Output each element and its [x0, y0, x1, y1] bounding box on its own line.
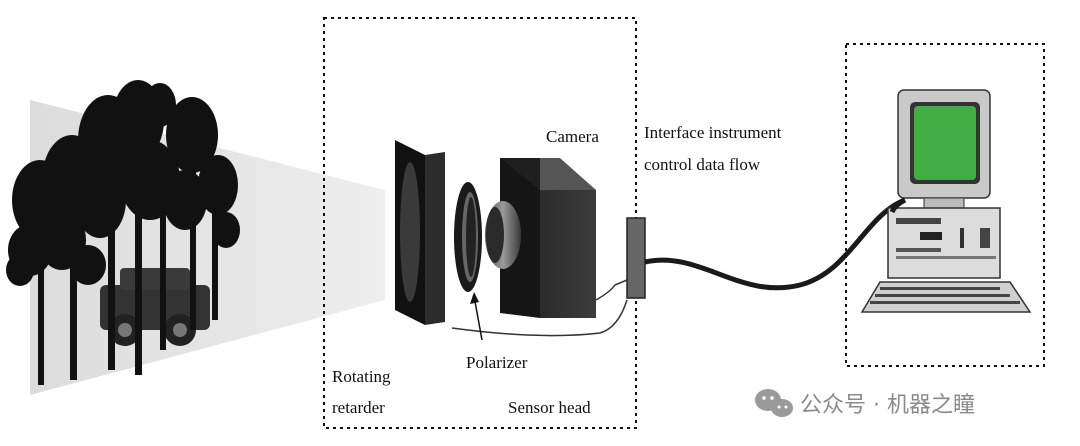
watermark-text: 公众号 · 机器之瞳	[800, 393, 975, 418]
sensor-head-label: Sensor head	[508, 398, 591, 417]
camera-wire	[595, 279, 628, 301]
tree-foliage	[6, 80, 240, 286]
rotating-retarder	[395, 140, 445, 325]
polarizer-arrow	[473, 295, 483, 341]
interface-connector	[626, 217, 646, 299]
wechat-icon	[755, 389, 793, 417]
computer-icon	[860, 89, 1032, 313]
forest-scene	[6, 80, 240, 385]
interface-label-line2: control data flow	[644, 155, 761, 174]
sensor-head-boundary	[323, 17, 637, 429]
interface-label-line1: Interface instrument	[644, 123, 782, 142]
watermark: 公众号 · 机器之瞳	[755, 389, 975, 418]
data-cable	[644, 197, 906, 291]
camera-label: Camera	[546, 127, 599, 146]
rotating-retarder-label-line2: retarder	[332, 398, 385, 417]
retarder-wire	[451, 299, 628, 337]
polarizer-label: Polarizer	[466, 353, 528, 372]
rotating-retarder-label-line1: Rotating	[332, 367, 391, 386]
computer-boundary	[845, 43, 1045, 367]
camera-device	[485, 158, 596, 318]
polarizer	[454, 182, 482, 292]
